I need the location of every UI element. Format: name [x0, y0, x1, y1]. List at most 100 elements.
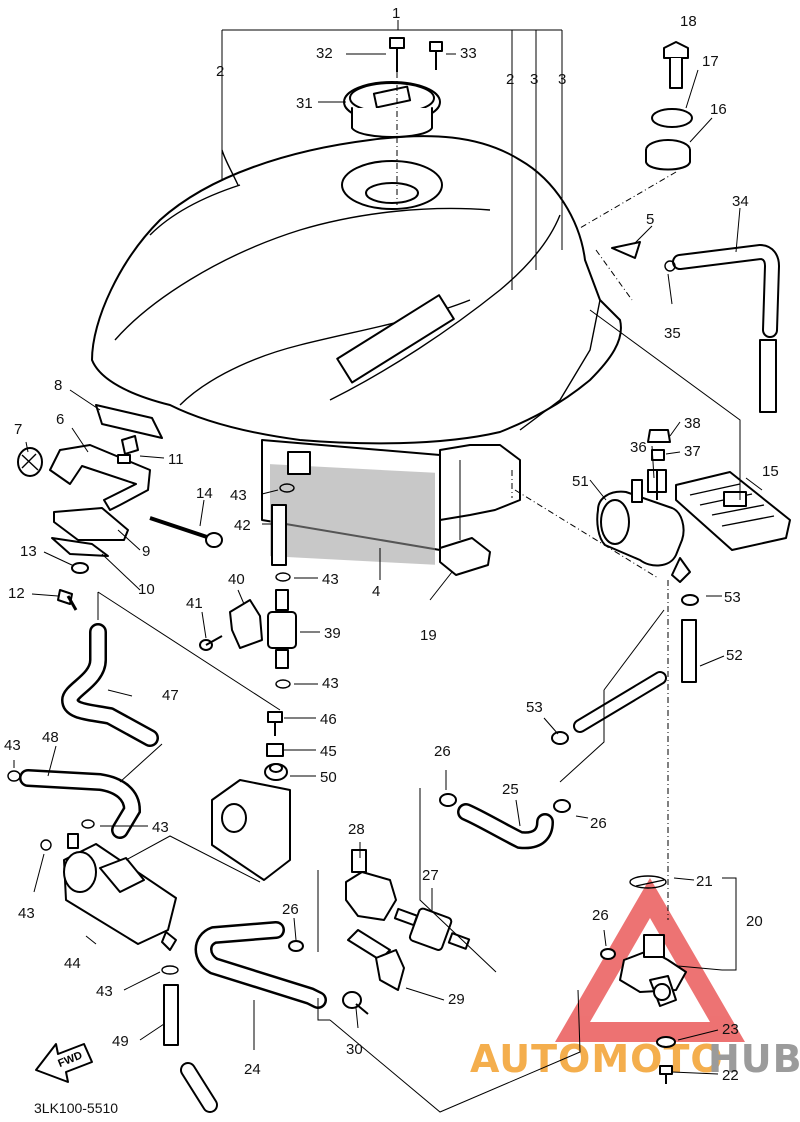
watermark-text-2: HUB — [708, 1037, 800, 1081]
screw-41 — [199, 635, 223, 651]
callout-32: 32 — [316, 45, 333, 62]
bracket-29 — [347, 929, 405, 991]
fuel-pump-51 — [596, 479, 691, 583]
clip-26-b — [288, 940, 304, 952]
callout-33: 33 — [460, 45, 477, 62]
callout-20: 20 — [746, 913, 763, 930]
callout-49: 49 — [112, 1033, 129, 1050]
clip-26-c — [553, 799, 571, 813]
callout-17: 17 — [702, 53, 719, 70]
callout-28: 28 — [348, 821, 365, 838]
callout-39: 39 — [324, 625, 341, 642]
washer-23 — [656, 1036, 676, 1048]
fuel-filter-39 — [267, 589, 297, 669]
callout-47: 47 — [162, 687, 179, 704]
hose-25 — [457, 803, 554, 850]
clip-43-g — [161, 965, 179, 975]
clip-43-f — [40, 839, 52, 851]
nut-13 — [71, 562, 89, 574]
clip-43-d — [7, 770, 21, 782]
callout-labels: 1 2 2 3 3 32 33 31 18 17 16 34 5 35 38 3… — [4, 5, 779, 1084]
callout-22: 22 — [722, 1067, 739, 1084]
pad-15 — [675, 471, 791, 551]
clip-43-e — [81, 819, 95, 829]
o-ring-21b — [629, 875, 667, 889]
callout-15: 15 — [762, 463, 779, 480]
callout-2-b: 2 — [506, 71, 514, 88]
automotohub-watermark: AUTOMOTO HUB — [470, 878, 800, 1081]
switch-28 — [345, 849, 397, 921]
callout-31: 31 — [296, 95, 313, 112]
callout-3-a: 3 — [530, 71, 538, 88]
callout-7: 7 — [14, 421, 22, 438]
callout-21: 21 — [696, 873, 713, 890]
callout-52: 52 — [726, 647, 743, 664]
clip-43-b — [275, 572, 291, 582]
bracket-9 — [53, 507, 129, 541]
damper-36 — [647, 469, 667, 500]
callout-43-f: 43 — [18, 905, 35, 922]
callout-13: 13 — [20, 543, 37, 560]
fuel-cock-20 — [619, 934, 687, 1007]
hose-47 — [60, 623, 159, 747]
callout-36: 36 — [630, 439, 647, 456]
callout-46: 46 — [320, 711, 337, 728]
plate-10 — [51, 537, 109, 557]
callout-43-c: 43 — [322, 675, 339, 692]
watermark-text-1: AUTOMOTO — [470, 1037, 724, 1081]
clip-43-a — [279, 483, 295, 493]
hose-34 — [672, 243, 781, 413]
callout-4: 4 — [372, 583, 380, 600]
clip-26-d — [600, 948, 616, 960]
document-code: 3LK100-5510 — [34, 1100, 119, 1116]
collar-45 — [266, 743, 284, 757]
callout-11: 11 — [168, 451, 184, 468]
callout-12: 12 — [8, 585, 25, 602]
hose-42 — [271, 504, 287, 566]
clip-35 — [664, 260, 676, 272]
holder-40 — [229, 599, 263, 649]
callout-27: 27 — [422, 867, 439, 884]
damper-19 — [439, 537, 491, 576]
callout-53-b: 53 — [526, 699, 543, 716]
o-ring-21 — [635, 879, 665, 887]
callout-35: 35 — [664, 325, 681, 342]
hose-52 — [573, 619, 697, 733]
bolt-32 — [389, 37, 405, 72]
callout-43-b: 43 — [322, 571, 339, 588]
clip-26-a — [439, 793, 457, 807]
nut-38 — [647, 429, 671, 443]
callout-2-a: 2 — [216, 63, 224, 80]
callout-10: 10 — [138, 581, 155, 598]
callout-30: 30 — [346, 1041, 363, 1058]
callout-26-a: 26 — [434, 743, 451, 760]
filter-27 — [393, 907, 471, 951]
callout-53-a: 53 — [724, 589, 741, 606]
clip-43-c — [275, 679, 291, 689]
callout-16: 16 — [710, 101, 727, 118]
collar-17 — [651, 108, 693, 128]
fwd-arrow: FWD — [35, 1043, 93, 1083]
callout-14: 14 — [196, 485, 213, 502]
callout-8: 8 — [54, 377, 62, 394]
callout-6: 6 — [56, 411, 64, 428]
callout-26-b: 26 — [282, 901, 299, 918]
callout-38: 38 — [684, 415, 701, 432]
callout-40: 40 — [228, 571, 245, 588]
fuel-cap — [343, 81, 441, 138]
bolt-12 — [57, 589, 78, 611]
bolt-33 — [429, 41, 443, 70]
callout-19: 19 — [420, 627, 437, 644]
fuel-tank: YAMAHA — [91, 135, 622, 565]
callout-25: 25 — [502, 781, 519, 798]
screw-22 — [659, 1065, 673, 1084]
screw-30 — [342, 991, 369, 1015]
callout-34: 34 — [732, 193, 749, 210]
bolt-46 — [267, 711, 283, 736]
hose-24 — [194, 921, 327, 1009]
callout-48: 48 — [42, 729, 59, 746]
cap-7 — [17, 447, 43, 477]
collar-11 — [121, 435, 139, 455]
damper-16 — [645, 139, 691, 171]
bolt-18 — [663, 41, 689, 89]
